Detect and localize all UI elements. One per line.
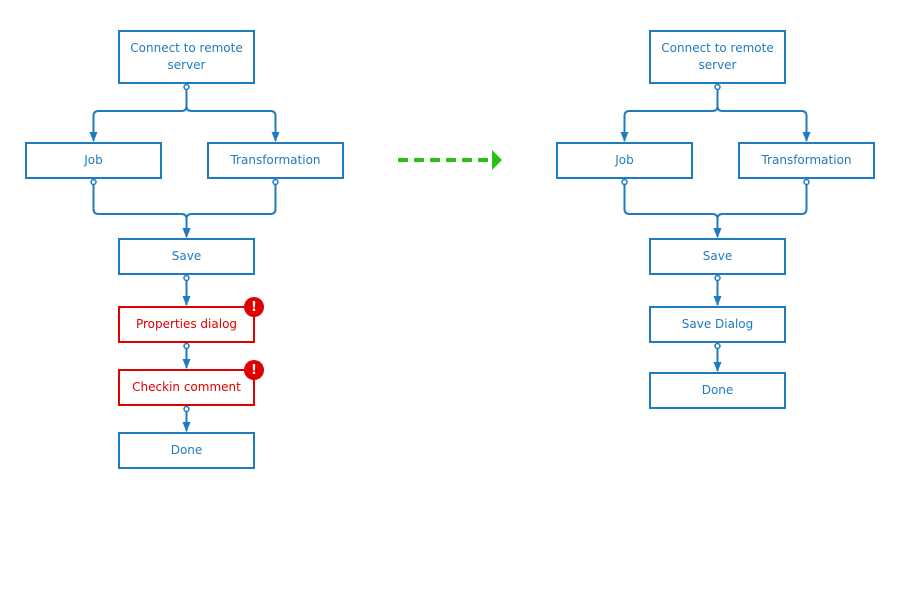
left-connect-label: Connect to remote server (130, 41, 243, 72)
right-connect-label: Connect to remote server (661, 41, 774, 72)
right-done-node[interactable]: Done (649, 372, 786, 409)
left-transformation-label: Transformation (230, 153, 321, 167)
right-save-node[interactable]: Save (649, 238, 786, 275)
right-transformation-label: Transformation (761, 153, 852, 167)
connector-job-to-save (623, 182, 722, 238)
left-checkin-comment-node[interactable]: Checkin comment (118, 369, 255, 406)
error-badge-icon: ! (244, 297, 264, 317)
right-save-label: Save (702, 249, 733, 263)
left-save-node[interactable]: Save (118, 238, 255, 275)
left-connect-node[interactable]: Connect to remote server (118, 30, 255, 84)
connector-port (90, 178, 97, 186)
left-save-label: Save (171, 249, 202, 263)
connector-transformation-to-save (713, 182, 808, 238)
connector-to-job (89, 87, 188, 142)
left-checkin-comment-label: Checkin comment (132, 380, 241, 394)
left-job-label: Job (84, 153, 103, 167)
error-badge-icon: ! (244, 360, 264, 380)
connector-port (714, 83, 721, 91)
right-transformation-node[interactable]: Transformation (738, 142, 875, 179)
connector-port (272, 178, 279, 186)
transition-arrow-head-icon (492, 150, 502, 170)
connector-port (183, 83, 190, 91)
left-done-label: Done (170, 443, 203, 457)
connector-to-transformation (185, 87, 280, 142)
right-done-label: Done (701, 383, 734, 397)
left-job-node[interactable]: Job (25, 142, 162, 179)
connector-port (183, 342, 190, 350)
right-connect-node[interactable]: Connect to remote server (649, 30, 786, 84)
connector-to-job (620, 87, 719, 142)
left-properties-dialog-label: Properties dialog (135, 317, 238, 331)
right-job-label: Job (615, 153, 634, 167)
connector-port (714, 274, 721, 282)
right-save-dialog-node[interactable]: Save Dialog (649, 306, 786, 343)
connector-transformation-to-save (182, 182, 277, 238)
connector-port (803, 178, 810, 186)
left-done-node[interactable]: Done (118, 432, 255, 469)
connector-to-transformation (716, 87, 811, 142)
connector-port (183, 274, 190, 282)
connector-port (183, 405, 190, 413)
connector-job-to-save (92, 182, 191, 238)
left-transformation-node[interactable]: Transformation (207, 142, 344, 179)
left-properties-dialog-node[interactable]: Properties dialog (118, 306, 255, 343)
right-save-dialog-label: Save Dialog (681, 317, 754, 331)
right-job-node[interactable]: Job (556, 142, 693, 179)
connector-port (621, 178, 628, 186)
connector-port (714, 342, 721, 350)
